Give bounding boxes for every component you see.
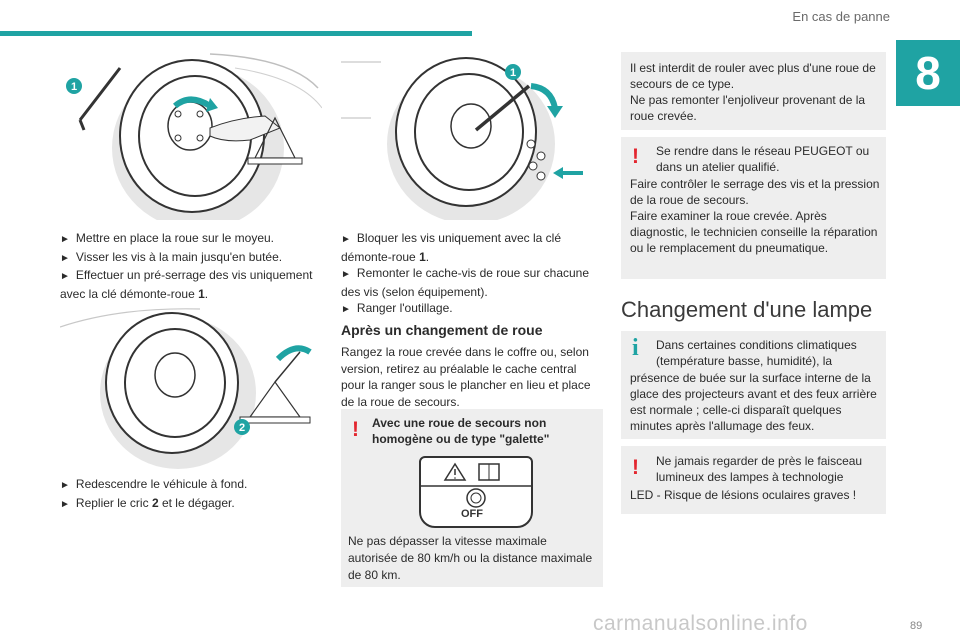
arrow-icon: ► (341, 234, 351, 245)
list-item: ►Mettre en place la roue sur le moyeu. (60, 231, 275, 245)
arrow-icon: ► (341, 304, 351, 315)
header-accent-bar (0, 31, 472, 36)
warning-icon: ! (352, 418, 359, 441)
figure-marker: 2 (239, 422, 245, 434)
warning-title: Avec une roue de secours non homogène ou… (372, 416, 550, 446)
warning-service-first: Se rendre dans le réseau PEUGEOT ou dans… (656, 144, 870, 174)
info-callout (621, 331, 886, 439)
list-item: ►Visser les vis à la main jusqu'en butée… (60, 249, 283, 264)
chapter-number: 8 (896, 40, 960, 106)
figure-marker: 1 (71, 81, 77, 93)
arrow-icon: ► (60, 252, 70, 264)
info-icon: i (632, 335, 639, 361)
list-item: ►Redescendre le véhicule à fond. (60, 477, 248, 491)
arrow-icon: ► (60, 234, 70, 245)
arrow-icon: ► (60, 480, 70, 491)
section-title: En cas de panne (792, 9, 890, 24)
info-rest: présence de buée sur la surface interne … (630, 371, 877, 433)
warning-led-rest: LED - Risque de lésions oculaires graves… (630, 488, 857, 502)
page-number: 89 (910, 620, 923, 632)
warning-callout-led (621, 446, 886, 514)
arrow-icon: ► (60, 271, 70, 282)
figure-wheel-fit: 1 (66, 53, 322, 220)
note-text: Il est interdit de rouler avec plus d'un… (630, 61, 876, 123)
figure-jack-lower: 2 (60, 308, 312, 469)
watermark: carmanualsonline.info (593, 612, 808, 635)
figure-marker: 1 (510, 67, 516, 79)
steps-wheel-fit: ►Mettre en place la roue sur le moyeu. ►… (60, 230, 322, 302)
dashboard-warning-panel: OFF (419, 456, 533, 528)
list-item: ►Ranger l'outillage. (341, 301, 453, 315)
heading-after-change: Après un changement de roue (341, 322, 543, 338)
steps-jack-lower: ►Redescendre le véhicule à fond. ►Replie… (60, 476, 322, 513)
warning-service-rest: Faire contrôler le serrage des vis et la… (630, 177, 880, 255)
list-item: ►Remonter le cache-vis de roue sur chacu… (341, 266, 590, 299)
info-first: Dans certaines conditions climatiques (t… (656, 338, 857, 368)
heading-lamp-change: Changement d'une lampe (621, 297, 873, 322)
paragraph-after-change: Rangez la roue crevée dans le coffre ou,… (341, 345, 591, 409)
arrow-icon: ► (60, 498, 70, 510)
warning-body: Ne pas dépasser la vitesse maximale auto… (348, 534, 593, 582)
arrow-icon: ► (341, 269, 351, 280)
warning-led-first: Ne jamais regarder de près le faisceau l… (656, 454, 863, 484)
warning-icon: ! (632, 145, 639, 168)
off-label: OFF (461, 508, 483, 520)
note-callout (621, 52, 886, 130)
warning-icon: ! (632, 456, 639, 479)
list-item: ►Bloquer les vis uniquement avec la clé … (341, 231, 562, 264)
steps-tighten: ►Bloquer les vis uniquement avec la clé … (341, 230, 603, 319)
list-item: ►Effectuer un pré-serrage des vis unique… (60, 268, 313, 301)
figure-tighten-bolts: 1 (341, 57, 583, 220)
list-item: ►Replier le cric 2 et le dégager. (60, 495, 235, 510)
warning-callout-service (621, 137, 886, 279)
